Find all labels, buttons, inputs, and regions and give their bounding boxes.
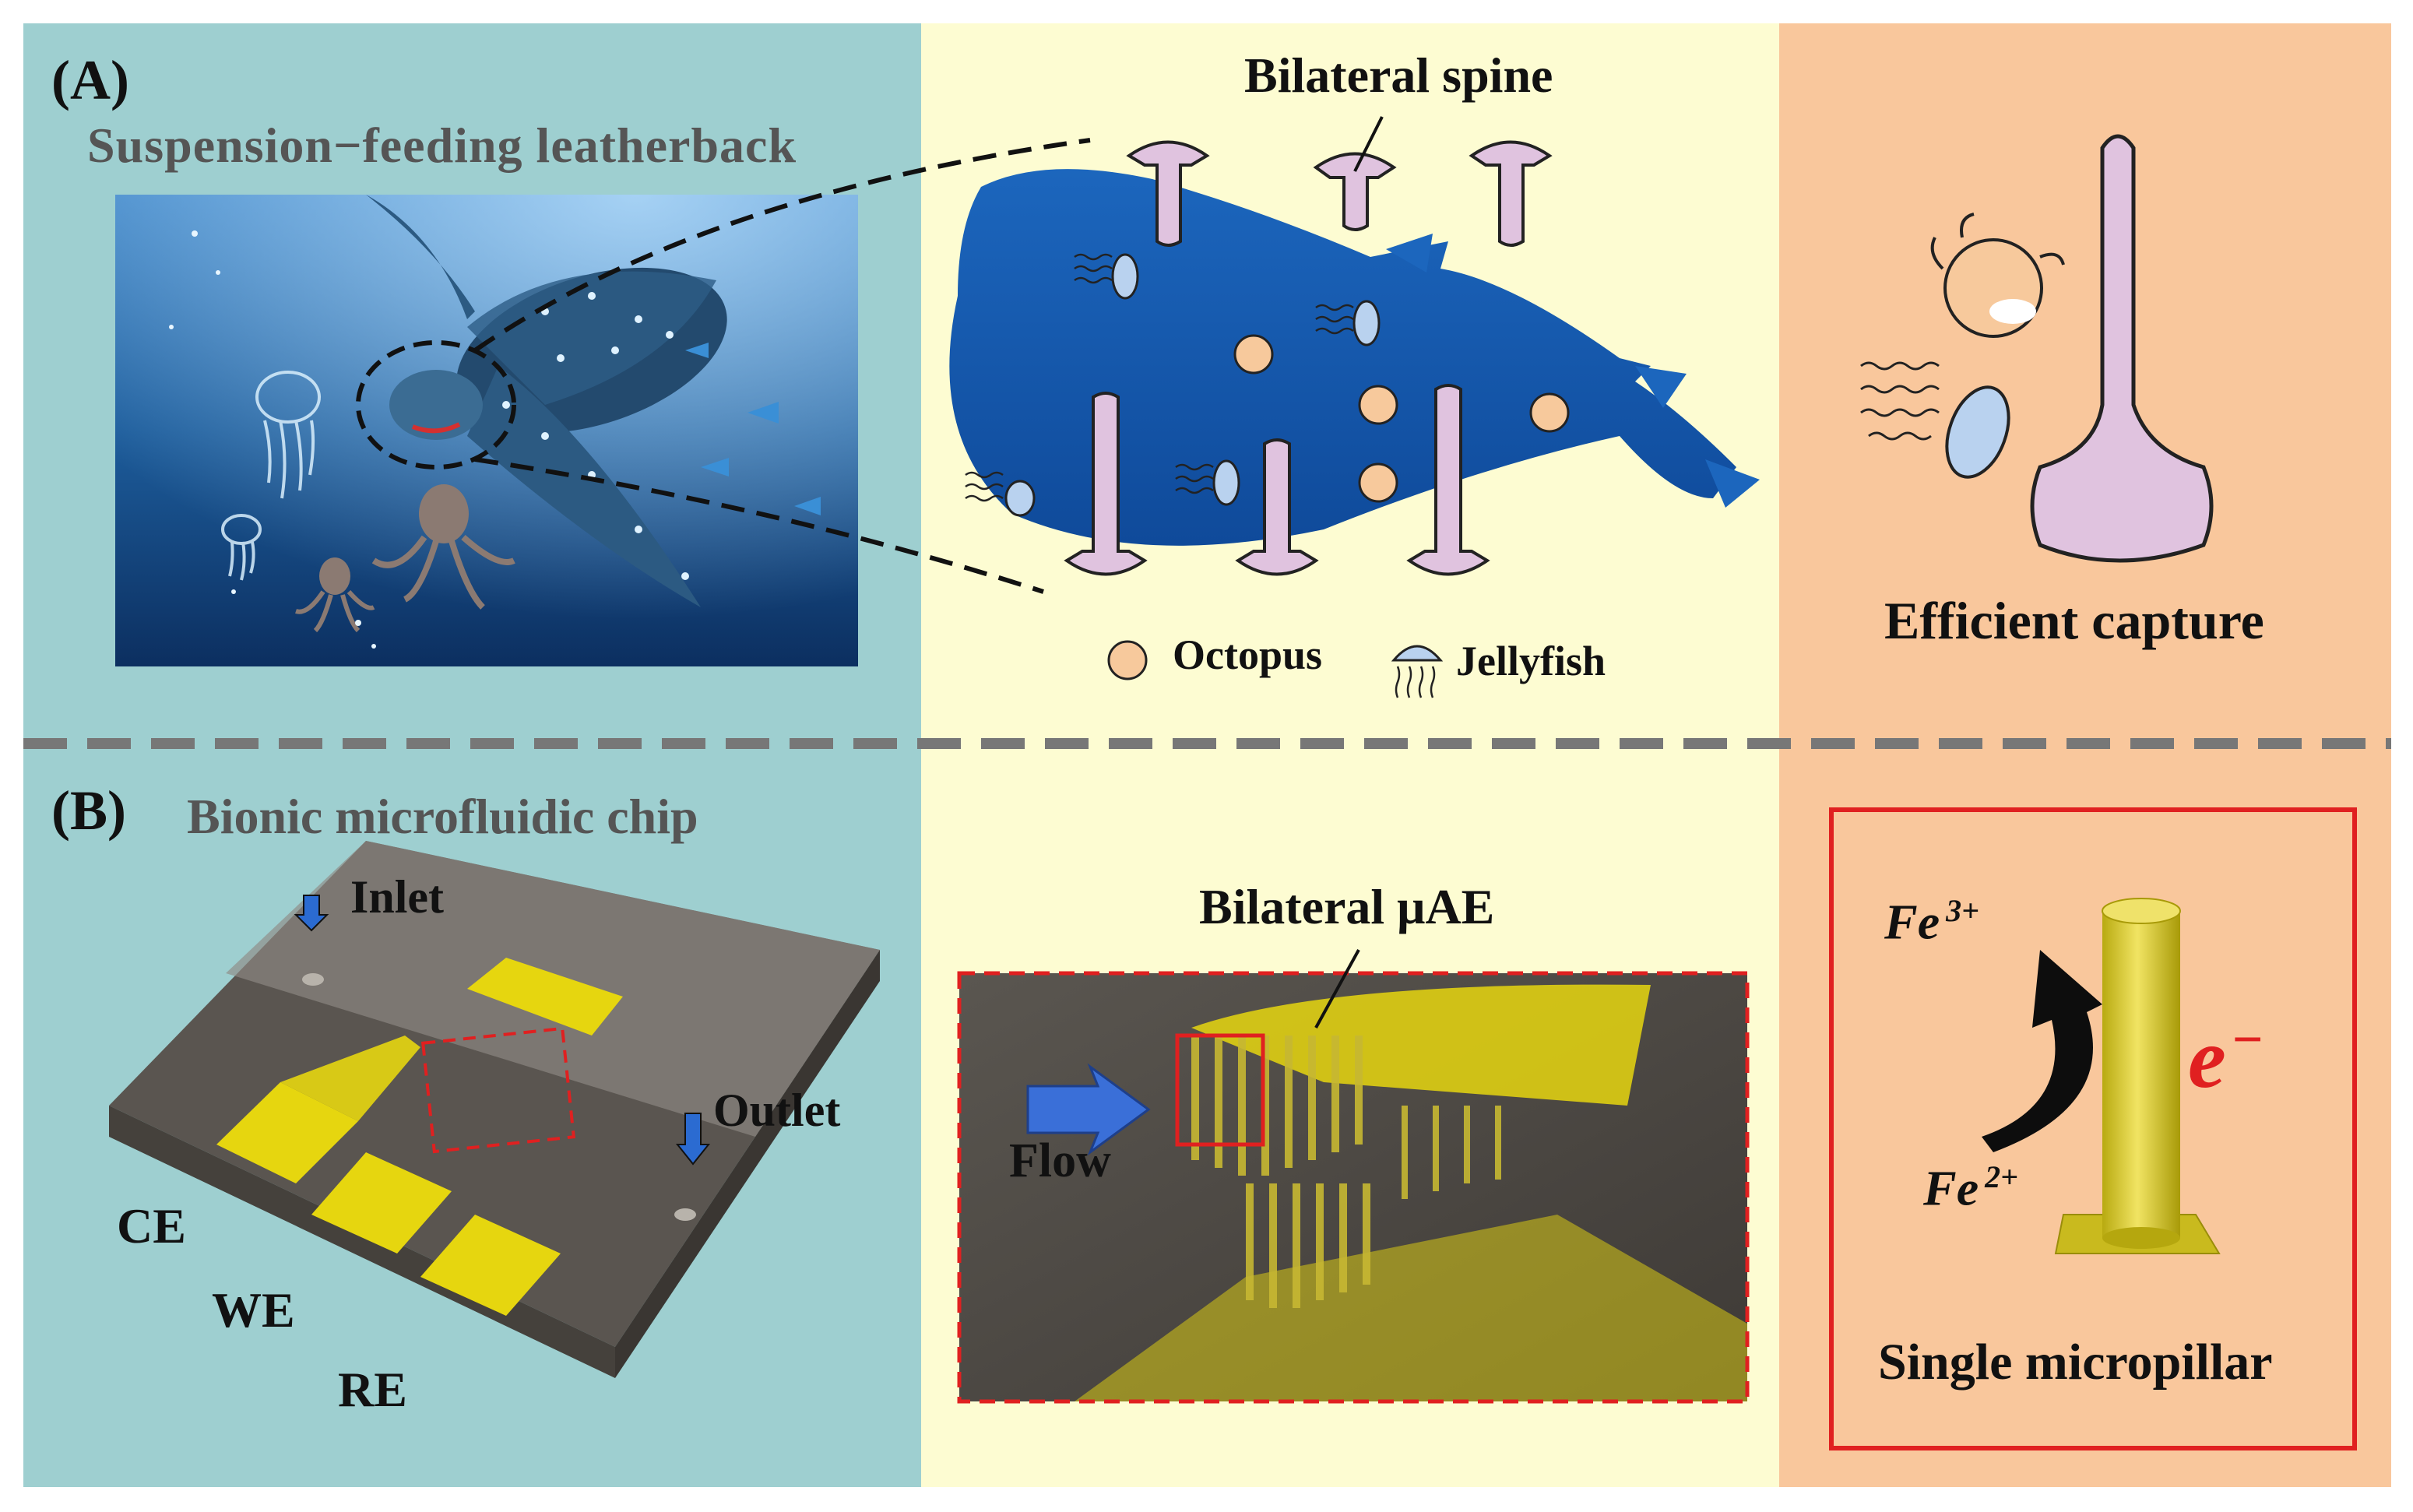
panel-b-left-title: Bionic microfluidic chip — [187, 789, 698, 844]
single-pillar-highlight-box — [1175, 1033, 1265, 1147]
ce-label: CE — [117, 1198, 186, 1254]
re-label: RE — [338, 1362, 407, 1417]
head-highlight-circle — [356, 340, 516, 469]
zoom-frame — [957, 971, 1750, 1404]
bubbles — [169, 230, 376, 649]
redox-arrow-icon — [1982, 950, 2102, 1152]
electrodes — [216, 958, 623, 1316]
microfluidic-chip — [109, 841, 880, 1378]
inlet-hole — [302, 973, 324, 986]
microelectrode-zoom — [957, 949, 1750, 1404]
inlet-label: Inlet — [350, 871, 444, 923]
micropillar-array — [1191, 1036, 1501, 1308]
muae-callout — [1314, 949, 1360, 1029]
stream-prey — [965, 253, 1570, 517]
legend-jellyfish-icon — [1391, 645, 1444, 698]
turtle-spots — [502, 292, 689, 580]
electron-base: e — [2188, 1011, 2226, 1106]
legend-jellyfish-label: Jellyfish — [1456, 638, 1606, 684]
leatherback-illustration — [115, 195, 858, 666]
captured-jellyfish-icon — [1860, 361, 2010, 479]
zoom-line-top — [473, 138, 1091, 353]
water-flow-shape — [949, 169, 1736, 546]
fe2-base: Fe — [1923, 1160, 1979, 1216]
bilateral-spines — [1064, 140, 1553, 576]
outlet-label: Outlet — [713, 1085, 841, 1136]
octopus-icon — [295, 484, 515, 633]
turtle-icon — [366, 195, 727, 607]
panel-a-left-title: Suspension−feeding leatherback — [87, 118, 797, 173]
panel-a-label: (A) — [51, 49, 129, 111]
zoom-line-bottom — [474, 457, 1044, 594]
electron-label: e− — [2188, 1009, 2264, 1108]
panel-b-right-caption: Single micropillar — [1878, 1334, 2273, 1391]
panel-b-label: (B) — [51, 779, 126, 842]
inlet-arrow-icon — [294, 895, 329, 932]
large-spine-icon — [2030, 134, 2214, 563]
outlet-hole — [674, 1208, 696, 1221]
panel-b-middle-title: Bilateral μAE — [1199, 879, 1495, 934]
legend-octopus-label: Octopus — [1173, 631, 1323, 678]
fe3-superscript: 3+ — [1946, 893, 1979, 928]
zoom-region-box — [420, 1026, 576, 1154]
micropillar-frame — [1829, 807, 2357, 1450]
legend-octopus-icon — [1107, 640, 1148, 680]
fe3-base: Fe — [1884, 894, 1940, 950]
flow-arrows — [1386, 234, 1760, 508]
micropillar-illustration — [1982, 898, 2221, 1254]
electron-superscript: − — [2230, 1010, 2264, 1071]
we-label: WE — [212, 1282, 295, 1338]
captured-octopus-icon — [1930, 213, 2065, 338]
flow-label: Flow — [1009, 1134, 1111, 1187]
outlet-arrow-icon — [675, 1113, 711, 1166]
fish-icon — [685, 343, 821, 515]
flow-arrow-icon — [1026, 1063, 1151, 1156]
panel-a-middle-title: Bilateral spine — [1244, 47, 1553, 103]
panel-a-right-caption: Efficient capture — [1884, 591, 2264, 650]
fe2-superscript: 2+ — [1985, 1159, 2018, 1194]
jellyfish-icon — [221, 371, 321, 581]
spine-callout — [1353, 116, 1384, 172]
capture-illustration — [1860, 134, 2214, 563]
